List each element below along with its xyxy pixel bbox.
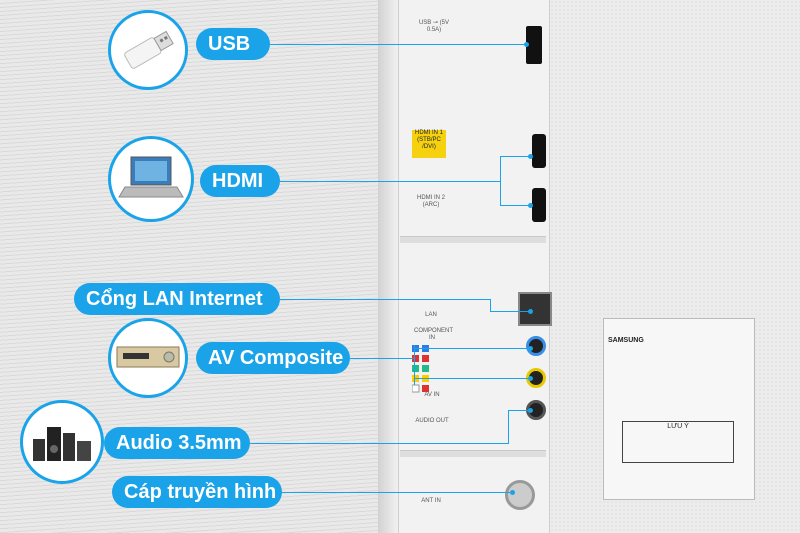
hdmi1-connector-dot (528, 154, 533, 159)
laptop-icon (118, 156, 184, 198)
audio-callout: Audio 3.5mm (104, 427, 250, 459)
component-connector-dot (528, 346, 533, 351)
laptop-thumbnail (108, 136, 194, 222)
lan-connector-line (280, 299, 490, 300)
panel-edge (378, 0, 400, 533)
component-port-label: COMPONENT IN (414, 328, 453, 341)
hdmi2-port-label: HDMI IN 2 (ARC) (416, 195, 445, 208)
audio-connector-line-1 (250, 443, 508, 444)
panel-divider (400, 450, 546, 457)
sticker-warning: LƯU Ý (622, 421, 734, 463)
audio-connector-rise (508, 410, 509, 444)
av-in-port-label: AV IN (424, 392, 440, 398)
ant-in-port-label: ANT IN (421, 498, 441, 504)
component-connector-line (414, 348, 528, 349)
component-jack (526, 336, 546, 356)
usb-connector-dot (524, 42, 529, 47)
audio-out-port-label: AUDIO OUT (415, 418, 449, 424)
cable-connector-dot (510, 490, 515, 495)
audio-connector-dot (528, 408, 533, 413)
usb-callout: USB (196, 28, 270, 60)
av-receiver-thumbnail (108, 318, 188, 398)
usb-drive-icon (124, 30, 174, 69)
hdmi-callout: HDMI (200, 165, 280, 197)
hdmi1-port-label: HDMI IN 1 (STB/PC /DVI) (412, 130, 446, 158)
lan-connector-dot (528, 309, 533, 314)
panel-divider (400, 236, 546, 243)
hdmi1-port (532, 134, 546, 168)
usb-port-label: USB ⊸ (5V 0.5A) (418, 20, 450, 33)
hdmi-connector-branch (500, 156, 501, 206)
hdmi1-connector-line (500, 156, 530, 157)
hdmi2-connector-dot (528, 203, 533, 208)
av-receiver-icon (116, 346, 180, 368)
port-panel (398, 0, 550, 533)
antenna-port (505, 480, 535, 510)
lan-connector-drop (490, 299, 491, 311)
hdmi2-port (532, 188, 546, 222)
lan-port-label: LAN (425, 312, 437, 318)
sticker-brand: SAMSUNG (608, 337, 644, 344)
lan-port (518, 292, 552, 326)
hdmi2-connector-line (500, 205, 530, 206)
lan-connector-line-2 (490, 311, 530, 312)
av-connector-bracket (414, 345, 415, 385)
av-connector-line (350, 358, 414, 359)
av-callout: AV Composite (196, 342, 350, 374)
usb-drive-thumbnail (108, 10, 188, 90)
rating-sticker: SAMSUNG LƯU Ý (603, 318, 755, 500)
lan-callout: Cổng LAN Internet (74, 283, 280, 315)
av-in-connector-line (414, 378, 528, 379)
cable-connector-line (282, 492, 510, 493)
av-connector-dot (528, 376, 533, 381)
hdmi-connector-line (280, 181, 500, 182)
usb-port (526, 26, 542, 64)
cable-callout: Cáp truyền hình (112, 476, 282, 508)
audio-connector-line-2 (508, 410, 530, 411)
usb-connector-line (270, 44, 526, 45)
speaker-icon (33, 427, 91, 461)
speaker-system-thumbnail (20, 400, 104, 484)
component-color-indicators (412, 345, 429, 393)
